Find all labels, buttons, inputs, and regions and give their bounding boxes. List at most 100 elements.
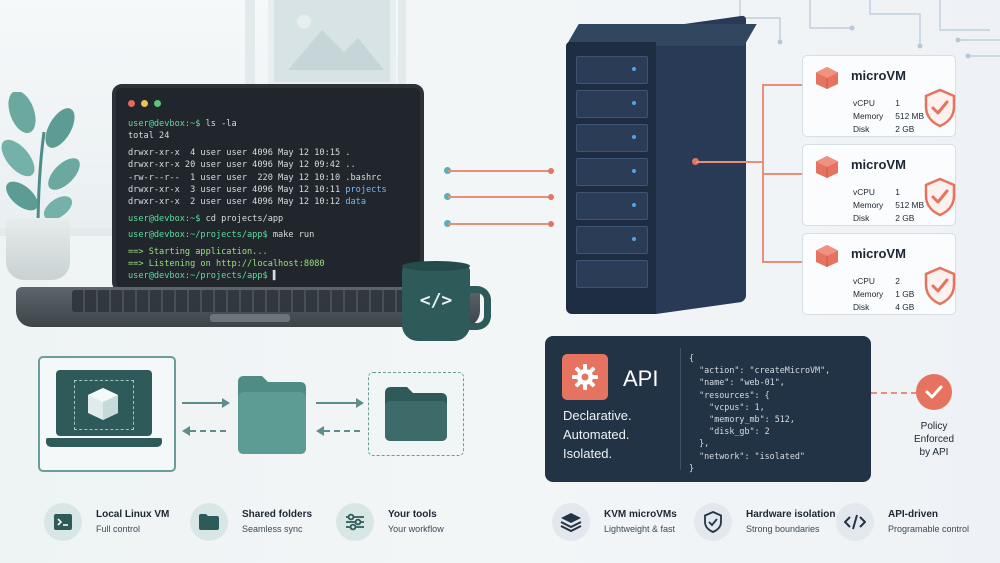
terminal-icon: [44, 503, 82, 541]
terminal-line: drwxr-xr-x 2 user user 4096 May 12 10:12…: [128, 196, 408, 208]
terminal-line: user@devbox:~/projects/app$ ▌: [128, 270, 408, 282]
server-drive-bay: [576, 192, 648, 220]
spec-label: Memory: [853, 111, 884, 121]
spec-label: vCPU: [853, 98, 875, 108]
feature-subtitle: Programable control: [888, 524, 970, 534]
json-line: }: [689, 462, 695, 473]
window-dot-green: [154, 100, 161, 107]
json-line: "vcpus": 1,: [689, 401, 765, 412]
mug-rim: [402, 261, 470, 271]
circuit-decoration: [739, 0, 1000, 59]
connector-dot: [444, 193, 451, 200]
feature-title: Your tools: [388, 509, 437, 520]
feature-subtitle: Your workflow: [388, 524, 444, 534]
shield-check-icon: [924, 88, 956, 128]
folder-icon: [190, 503, 228, 541]
arrow-head-left: [316, 426, 324, 436]
terminal-text: ls -la: [200, 119, 237, 129]
feature-subtitle: Strong boundaries: [746, 524, 820, 534]
connector-dot: [444, 167, 451, 174]
server-drive-bay: [576, 260, 648, 288]
connector-end: [548, 221, 554, 227]
api-description: Declarative. Automated. Isolated.: [563, 408, 632, 461]
sliders-icon: [336, 503, 374, 541]
server-drive-bay: [576, 56, 648, 84]
server-drive-bay: [576, 124, 648, 152]
drive-led: [632, 203, 636, 207]
drive-led: [632, 237, 636, 241]
spec-label: vCPU: [853, 276, 875, 286]
terminal-output: user@devbox:~$ ls -la total 24 drwxr-xr-x …: [128, 118, 408, 283]
api-divider: [680, 348, 681, 470]
window-dot-red: [128, 100, 135, 107]
drive-led: [632, 169, 636, 173]
microvm-title: microVM: [851, 68, 906, 83]
terminal-line: drwxr-xr-x 3 user user 4096 May 12 10:11…: [128, 184, 408, 196]
terminal-output-line: ==> Starting application...: [128, 246, 268, 257]
laptop-keyboard: [72, 290, 422, 312]
json-line: "disk_gb": 2: [689, 426, 770, 437]
feature-title: API-driven: [888, 509, 939, 520]
spec-label: Disk: [853, 124, 870, 134]
shared-folder-icon: [238, 376, 306, 454]
branch-line: [762, 261, 802, 263]
json-line: "name": "web-01",: [689, 377, 785, 388]
local-vm-boundary: [74, 380, 134, 430]
feature-subtitle: Full control: [96, 524, 141, 534]
mountain-picture-icon: [288, 15, 384, 70]
coffee-mug: [402, 265, 470, 341]
spec-label: Disk: [853, 213, 870, 223]
terminal-line: -rw-r--r-- 1 user user 220 May 12 10:10 …: [128, 172, 408, 184]
sync-arrow-dashed: [190, 430, 226, 432]
shield-check-icon: [924, 177, 956, 217]
feature-title: Hardware isolation: [746, 509, 836, 520]
spec-label: Memory: [853, 200, 884, 210]
terminal-text: total 24: [128, 131, 170, 142]
cube-icon: [816, 245, 838, 267]
policy-label: Policy Enforced by API: [913, 421, 955, 458]
feature-subtitle: Seamless sync: [242, 524, 303, 534]
branch-line: [762, 84, 802, 86]
terminal-text: drwxr-xr-x 3 user user 4096 May 12 10:11: [128, 185, 346, 196]
connector-line: [448, 223, 550, 225]
cube-icon: [816, 156, 838, 178]
connector-line: [448, 196, 550, 198]
terminal-line: drwxr-xr-x 20 user user 4096 May 12 09:4…: [128, 159, 408, 171]
spec-label: vCPU: [853, 187, 875, 197]
shield-check-icon: [694, 503, 732, 541]
terminal-prompt: user@devbox:~$: [128, 119, 201, 129]
spec-value: 4 GB: [895, 302, 915, 312]
server-drive-bay: [576, 90, 648, 118]
sync-arrow-dashed: [324, 430, 360, 432]
arrow-head-left: [182, 426, 190, 436]
spec-label: Disk: [853, 302, 870, 312]
json-line: "network": "isolated": [689, 450, 805, 461]
spec-value: 1: [895, 187, 900, 197]
terminal-line: user@devbox:~/projects/app$ make run: [128, 229, 408, 241]
feature-subtitle: Lightweight & fast: [604, 524, 676, 534]
plant-pot: [6, 218, 70, 280]
gear-icon: [562, 354, 608, 400]
connector-line: [448, 170, 550, 172]
sync-arrow: [316, 402, 358, 404]
guest-folder-box: [368, 372, 464, 456]
feature-title: Local Linux VM: [96, 509, 170, 520]
terminal-line: total 24: [128, 130, 408, 142]
spec-value: 2 GB: [895, 213, 915, 223]
branch-line: [762, 173, 802, 175]
layers-icon: [552, 503, 590, 541]
mug-code-icon: </>: [419, 290, 453, 311]
policy-connector: [871, 392, 917, 394]
cube-icon: [816, 67, 838, 89]
json-line: "resources": {: [689, 389, 770, 400]
terminal-prompt: user@devbox:~$: [128, 213, 201, 224]
terminal-output-line: ==> Listening on http://localhost:8080: [128, 259, 325, 270]
server-drive-bay: [576, 158, 648, 186]
spec-value: 1 GB: [895, 289, 915, 299]
terminal-line: ==> Listening on http://localhost:8080: [128, 258, 408, 270]
laptop-screen: [112, 84, 424, 292]
json-line: },: [689, 438, 710, 449]
